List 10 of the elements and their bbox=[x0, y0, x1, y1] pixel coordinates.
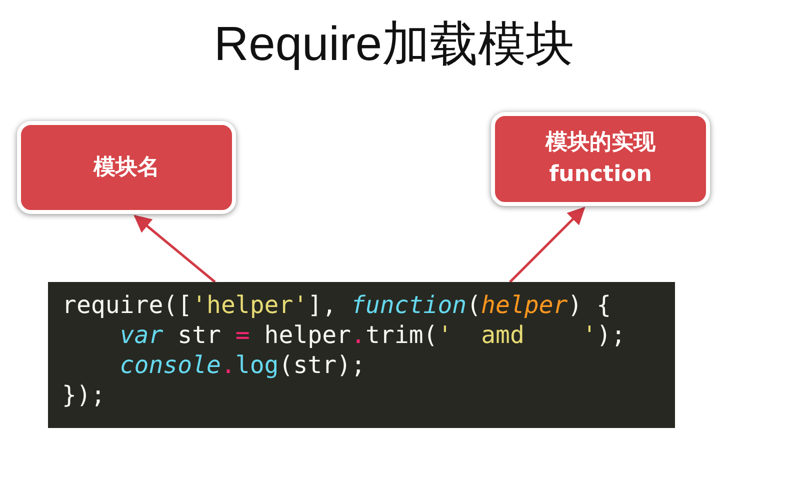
code-panel bbox=[48, 282, 675, 428]
callout-text: 模块的实现 function bbox=[544, 129, 656, 189]
title: Require加载模块 bbox=[212, 17, 576, 73]
arrow bbox=[134, 214, 216, 283]
code-line: }); bbox=[62, 380, 106, 410]
arrow bbox=[509, 206, 586, 283]
callout-text: 模块名 bbox=[94, 154, 160, 182]
code-line: require(['helper'], function(helper) { bbox=[62, 290, 612, 320]
code-line: var str = helper.trim(' amd '); bbox=[118, 320, 626, 350]
code-line: console.log(str); bbox=[118, 350, 366, 380]
